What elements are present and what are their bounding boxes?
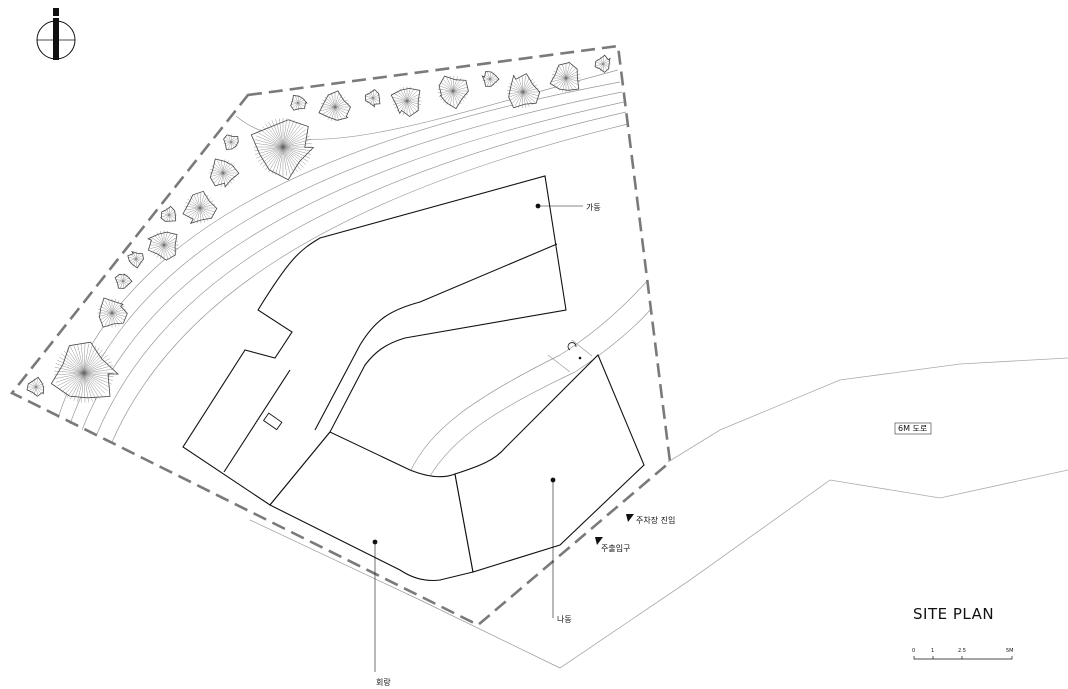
label-building-na: 나동 xyxy=(557,615,572,624)
entry-triangle-icon xyxy=(626,514,634,522)
tree-icon xyxy=(594,54,611,73)
drawing-title: SITE PLAN xyxy=(913,605,994,623)
scale-tick-0: 0 xyxy=(912,648,915,654)
tree-icon xyxy=(97,297,128,328)
tree-icon xyxy=(506,73,541,109)
scale-tick-2: 2.5 xyxy=(958,648,966,654)
label-building-ga: 가동 xyxy=(586,203,601,212)
driveway xyxy=(409,279,651,477)
tree-icon xyxy=(481,70,500,87)
tree-icon xyxy=(50,341,120,403)
tree-icon xyxy=(159,205,177,223)
label-road: 6M 도로 xyxy=(898,424,927,433)
leader-lines xyxy=(372,203,583,672)
tree-icon xyxy=(209,158,240,188)
tree-icon xyxy=(549,61,581,93)
tree-group xyxy=(26,54,611,403)
label-corridor: 회랑 xyxy=(376,677,391,687)
tree-icon xyxy=(390,86,422,117)
tree-icon xyxy=(437,75,469,110)
road-outline xyxy=(249,357,1068,669)
property-boundary xyxy=(9,44,672,627)
tree-icon xyxy=(364,88,381,108)
tree-icon xyxy=(318,90,351,122)
scale-bar: 0 1 2.5 5M xyxy=(912,648,1014,660)
tree-icon xyxy=(114,273,133,289)
tree-icon xyxy=(182,190,218,224)
tree-icon xyxy=(26,376,45,397)
entry-triangle-icon xyxy=(595,537,603,545)
tree-icon xyxy=(250,118,315,181)
tree-icon xyxy=(223,134,239,151)
label-main-entrance: 주출입구 xyxy=(601,543,630,553)
scale-tick-1: 1 xyxy=(931,648,934,654)
tree-icon xyxy=(290,94,308,111)
tree-icon xyxy=(127,250,144,269)
tree-icon xyxy=(147,230,179,261)
door-marker xyxy=(567,342,582,360)
road-label-box xyxy=(894,422,932,435)
building-na xyxy=(454,354,645,573)
north-arrow-icon xyxy=(36,8,76,60)
label-parking-entry: 주차장 진입 xyxy=(636,515,675,525)
scale-tick-3: 5M xyxy=(1006,648,1014,654)
